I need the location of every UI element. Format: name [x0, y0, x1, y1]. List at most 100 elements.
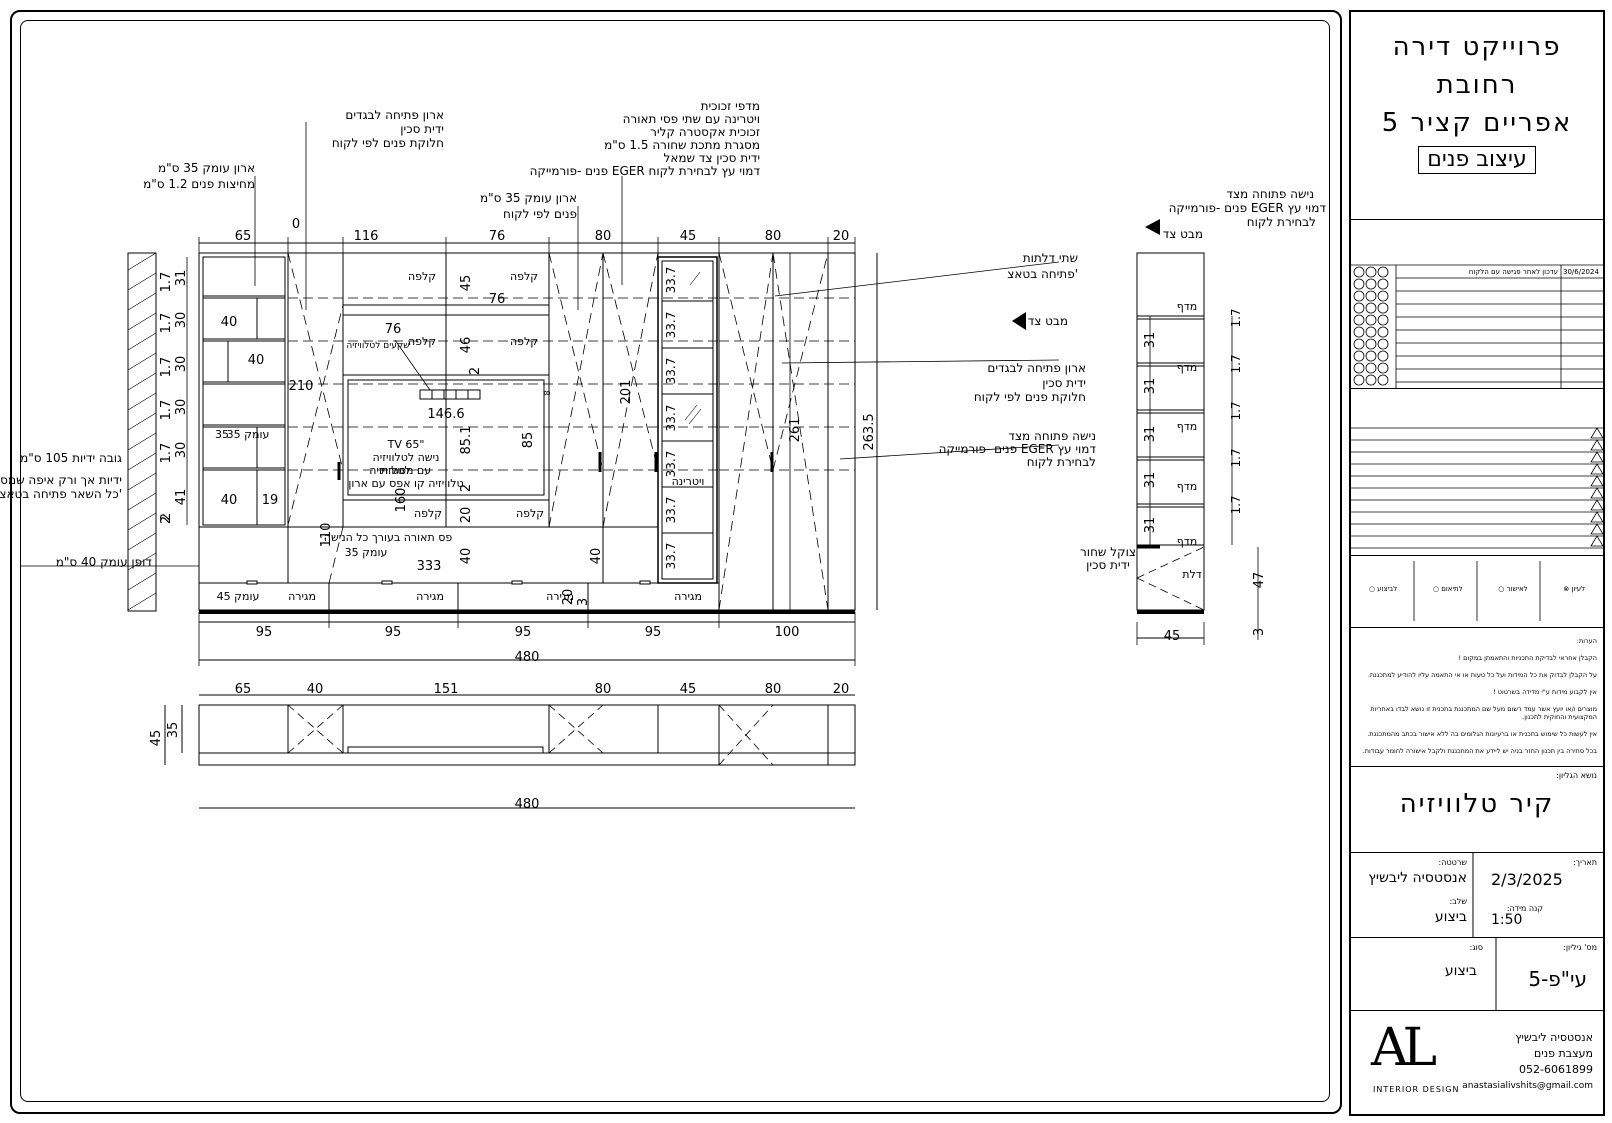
callout-open-niche: נישה פתוחה מצד — [1008, 429, 1096, 443]
dim-20b: 20 — [561, 589, 576, 606]
drawer-label: מגירה — [546, 590, 574, 603]
callout-wardrobe-2: ארון פתיחה לבגדים — [987, 361, 1086, 375]
dim-35: 35 — [215, 428, 229, 441]
dim-40d: 40 — [459, 548, 474, 565]
callout-open-niche: לבחירת לקוח — [1027, 455, 1096, 469]
status-option-execution[interactable]: ○ לביצוע — [1368, 585, 1398, 593]
view-side-label: מבט צד — [1028, 314, 1068, 328]
bottom-dim-100: 100 — [775, 625, 800, 640]
callout-two-doors: פתיחה בטאצ' — [1007, 267, 1078, 281]
plan-dim: 151 — [434, 682, 459, 697]
side-shelf-label: מדף — [1177, 535, 1198, 548]
dim-3: 3 — [576, 598, 591, 606]
depth35-shelf-label: עומק 35 — [227, 428, 270, 441]
top-dim-20: 20 — [833, 229, 850, 244]
callout-glass: מסגרת מתכת שחורה 1.5 ס"מ — [604, 138, 760, 152]
callout-wardrobe-1: ארון פתיחה לבגדים — [345, 108, 444, 122]
plan-dim: 40 — [307, 682, 324, 697]
tv-note: טלוויזיה קו אפס עם ארון — [348, 477, 463, 490]
plan-dim: 45 — [680, 682, 697, 697]
side-shelf-thk: 1.7 — [1229, 401, 1243, 420]
top-dim-80: 80 — [595, 229, 612, 244]
top-dim-0: 0 — [292, 217, 300, 232]
scale-value: 1:50 — [1491, 912, 1523, 928]
note-item: הקבלן אחראי לבדיקת התכניות והתאמתן במקום… — [1458, 654, 1598, 662]
details-section: שרטטה: אנסטסיה ליבשיץ שלב: ביצוע תאריך: … — [1351, 852, 1603, 938]
callout-handles: ידיות אך ורק איפה שמסו — [0, 473, 122, 487]
subject-label: נושא הגליון: — [1556, 771, 1597, 780]
dim-76b: 76 — [489, 292, 506, 307]
callout-glass: פנים -פורמייקה EGER דמוי עץ לבחירת לקוח — [530, 164, 761, 178]
status-option-coordination[interactable]: ○ לתיאום — [1432, 585, 1463, 593]
callout-wardrobe-2: חלוקת פנים לפי לקוח — [974, 390, 1086, 404]
status-option-approval[interactable]: ○ לאישור — [1498, 585, 1528, 593]
shelf-dim: 31 — [174, 270, 189, 287]
side-shelf-thk: 1.7 — [1229, 495, 1243, 514]
dim-19: 19 — [262, 493, 279, 508]
callout-glass: מדפי זכוכית — [701, 99, 760, 113]
view-marker-top — [1145, 219, 1160, 235]
bottom-dim-95a: 95 — [256, 625, 273, 640]
kilpa-label: קלפה — [408, 335, 436, 348]
dim-20a: 20 — [459, 507, 474, 524]
firm-email[interactable]: anastasialivshits@gmail.com — [1462, 1081, 1593, 1091]
plan-dim: 20 — [833, 682, 850, 697]
firm-role: מעצבת פנים — [1533, 1047, 1593, 1060]
tv-inner-height-dim: 85 — [521, 432, 536, 449]
side-shelf-label: מדף — [1177, 420, 1198, 433]
dim-160: 160 — [394, 488, 409, 513]
wall-hatch — [127, 252, 157, 611]
tv-width-dim: 146.6 — [427, 407, 464, 422]
callout-open-niche: פנים -פורמייקה EGER דמוי עץ — [939, 442, 1097, 456]
dim-46: 46 — [459, 337, 474, 354]
side-shelf-thk: 1.7 — [1229, 354, 1243, 373]
project-city: רחובת — [1436, 70, 1518, 100]
side-note: נישה פתוחה מצד — [1226, 187, 1314, 201]
shelf-dim: 30 — [174, 356, 189, 373]
tv-note: לטלוויזיה — [369, 464, 411, 477]
dim-201: 201 — [619, 380, 634, 405]
callout-wardrobe-1: ידית סכין — [400, 122, 444, 136]
project-discipline: עיצוב פנים — [1418, 146, 1536, 174]
shelf-dim: 2 — [159, 516, 174, 524]
total-width-dim: 480 — [515, 650, 540, 665]
tv-note: נישה לטלוויזיה — [373, 451, 440, 464]
plan-dim: 80 — [765, 682, 782, 697]
status-section: ○ לביצוע ○ לתיאום ○ לאישור ⊗ לעיון — [1351, 555, 1603, 628]
designer-name: אנסטסיה ליבשיץ — [1368, 870, 1467, 886]
note-item: בכל סתירה בין תכנון החזר בניה יש ליידע א… — [1362, 747, 1597, 755]
date-label: תאריך: — [1573, 858, 1597, 867]
status-option-review[interactable]: ⊗ לעיון — [1563, 585, 1586, 593]
side-shelf-thk: 1.7 — [1229, 448, 1243, 467]
side-door-label: דלת — [1182, 568, 1202, 581]
dim-40c: 40 — [221, 493, 238, 508]
glass-dim: 33.7 — [664, 358, 678, 385]
side-shelf-label: מדף — [1177, 480, 1198, 493]
depth45-label: עומק 45 — [217, 590, 260, 603]
revision-table: 30/6/2024 עדכון לאחר פגישה עם הלקוח — [1351, 220, 1603, 389]
firm-logo: AL — [1371, 1018, 1437, 1078]
top-dim-76: 76 — [489, 229, 506, 244]
plan-total-dim: 480 — [515, 797, 540, 812]
view-marker-mid — [1012, 312, 1026, 330]
callout-side-panel: דופן עומק 40 ס"מ — [56, 555, 153, 569]
side-note-knife-handle: ידית סכין — [1086, 558, 1130, 572]
callout-two-doors: שתי דלתות — [1023, 251, 1078, 265]
side-shelf-dim: 31 — [1143, 472, 1158, 489]
kilpa-label: קלפה — [414, 507, 442, 520]
project-section: פרוייקט דירה רחובת אפריים קציר 5 עיצוב פ… — [1351, 12, 1603, 220]
dim-40a: 40 — [221, 315, 238, 330]
firm-logo-subtitle: INTERIOR DESIGN — [1373, 1085, 1460, 1094]
side-note-black-plinth: צוקל שחור — [1080, 545, 1136, 559]
glass-dim: 33.7 — [664, 451, 678, 478]
side-shelf-thk: 1.7 — [1229, 308, 1243, 327]
callout-handles: גובה ידיות 105 ס"מ — [20, 451, 122, 465]
notes-section: הערות: הקבלן אחראי לבדיקת התכניות והתאמת… — [1351, 627, 1603, 767]
tv-note: TV 65" — [387, 438, 425, 451]
tv-note: עם מסגרת — [381, 464, 431, 477]
shelf-dim: 30 — [174, 399, 189, 416]
dim-40e: 40 — [589, 548, 604, 565]
side-note: לבחירת לקוח — [1247, 215, 1316, 229]
shelf-dim: 30 — [174, 312, 189, 329]
drawing-area-border — [20, 20, 1330, 1102]
